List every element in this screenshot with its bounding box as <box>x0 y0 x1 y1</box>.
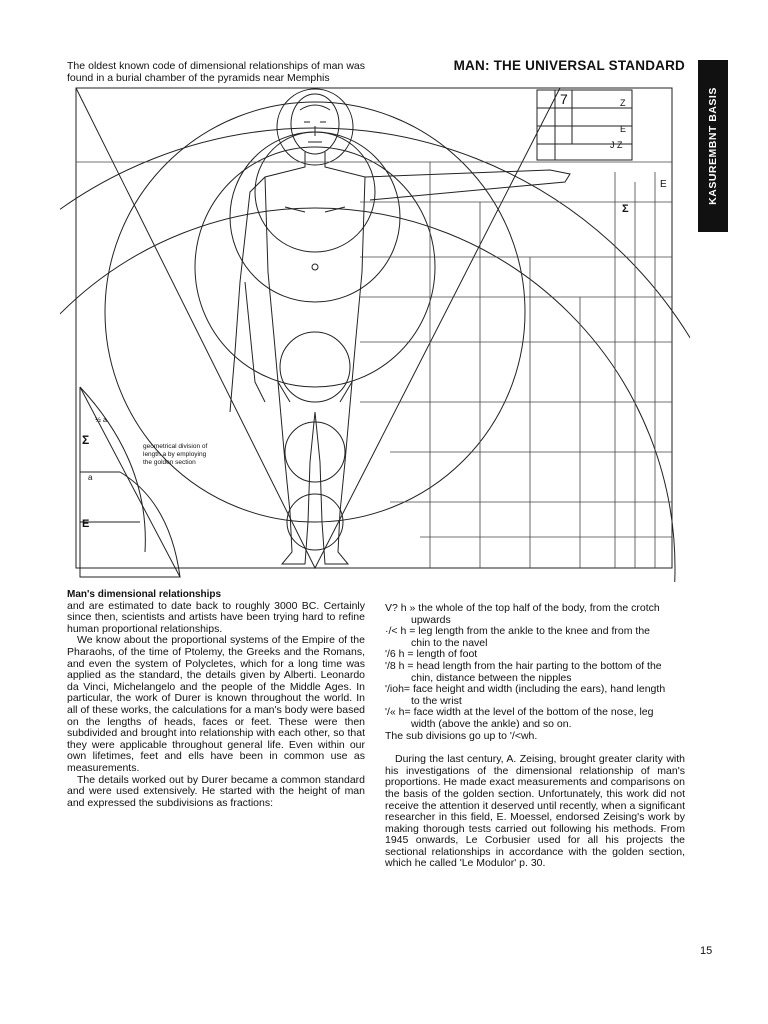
right-column: V? h » the whole of the top half of the … <box>385 603 685 870</box>
fraction-item: V? h » the whole of the top half of the … <box>385 603 685 626</box>
fraction-item: '/ioh= face height and width (including … <box>385 684 685 707</box>
figure-legs <box>278 382 315 564</box>
box-jz-label: J Z <box>610 140 623 150</box>
box-z-label: Z <box>620 98 626 108</box>
left-paragraph-1: and are estimated to date back to roughl… <box>67 601 365 636</box>
fraction-item: '/8 h = head length from the hair partin… <box>385 661 685 684</box>
page-title: MAN: THE UNIVERSAL STANDARD <box>420 58 685 73</box>
fraction-item: '/« h= face width at the level of the bo… <box>385 707 685 730</box>
figure-left-arm <box>230 152 305 412</box>
left-column: Man's dimensional relationships and are … <box>67 589 365 809</box>
inset-e-label: E <box>82 518 89 530</box>
intro-text: The oldest known code of dimensional rel… <box>67 60 365 84</box>
caption-line-2: length a by employing <box>143 451 207 458</box>
proportion-figure: geometrical division of length a by empl… <box>60 82 690 582</box>
inset-half-label: ½ <box>95 416 101 424</box>
inset-half-a-label: a <box>103 417 107 424</box>
golden-section-inset <box>80 387 180 577</box>
page-number: 15 <box>700 945 712 957</box>
inset-a-label: a <box>88 473 93 482</box>
figure-head <box>291 94 339 154</box>
box-seven-label: 7 <box>560 91 568 107</box>
caption-line-1: geometrical division of <box>143 443 208 450</box>
box-e-label: E <box>620 124 626 134</box>
right-e-label: E <box>660 179 667 190</box>
fraction-item: ·/< h = leg length from the ankle to the… <box>385 626 685 649</box>
left-paragraph-3: The details worked out by Durer became a… <box>67 775 365 810</box>
side-tab-label: KASUREMBNT BASIS <box>707 87 719 205</box>
left-paragraph-2: We know about the proportional systems o… <box>67 635 365 774</box>
caption-line-3: the golden section <box>143 459 196 466</box>
right-sigma-label: Σ <box>622 203 629 215</box>
arc-medium <box>60 208 675 582</box>
inset-sigma-label: Σ <box>82 433 89 447</box>
section-subhead: Man's dimensional relationships <box>67 589 365 601</box>
subdivisions-note: The sub divisions go up to '/<wh. <box>385 731 685 743</box>
section-side-tab: KASUREMBNT BASIS <box>698 60 728 232</box>
right-paragraph: During the last century, A. Zeising, bro… <box>385 754 685 870</box>
